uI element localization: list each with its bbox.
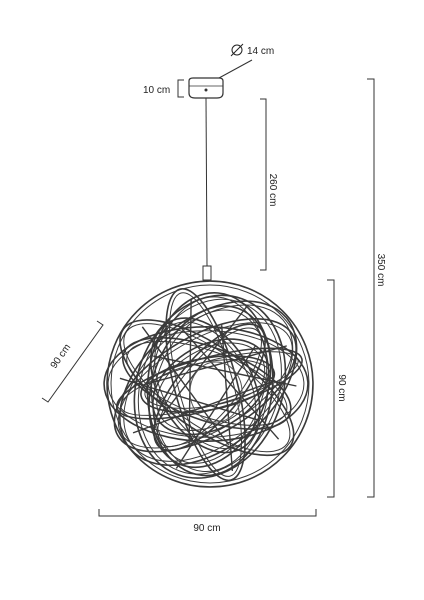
canopy-height-text: 10 cm [143,85,170,96]
wire-ring [120,351,299,416]
total-height-text: 350 cm [375,254,386,287]
cable-length-bracket [260,98,267,271]
wire-ring [119,300,298,467]
total-height-bracket [367,78,375,498]
wire-ring [140,355,276,413]
sphere-width-bracket [98,509,317,517]
wire-ring [137,298,282,475]
sphere-width-text: 90 cm [193,523,220,534]
sphere-depth-bracket [41,320,104,403]
wire-ring [113,318,297,453]
wire-spoke [145,345,287,385]
wire-sphere-lamp [103,280,314,488]
sphere-height-bracket [327,279,335,498]
canopy-height-bracket [177,79,184,98]
wire-ring [106,280,314,488]
diameter-symbol-icon [230,43,244,57]
light-bulb [189,361,243,423]
wire-ring [169,292,242,477]
cable-connector [202,265,212,281]
wire-ring [107,330,305,438]
wire-ring [146,292,274,477]
cable-length-text: 260 cm [267,174,278,207]
sphere-depth-text: 90 cm [49,342,74,371]
canopy-diameter-text: 14 cm [247,46,274,57]
wire-ring [153,323,266,452]
wire-spoke [156,306,248,423]
sphere-height-text: 90 cm [336,374,347,401]
wire-ring [133,294,287,479]
suspension-cable [205,97,208,267]
wire-ring [110,284,310,484]
wire-ring [150,296,270,473]
wire-ring [156,342,266,431]
wire-ring [148,305,272,469]
wire-ring [122,336,292,430]
ceiling-canopy [188,77,224,99]
canopy-diameter-label: 14 cm [230,43,274,57]
